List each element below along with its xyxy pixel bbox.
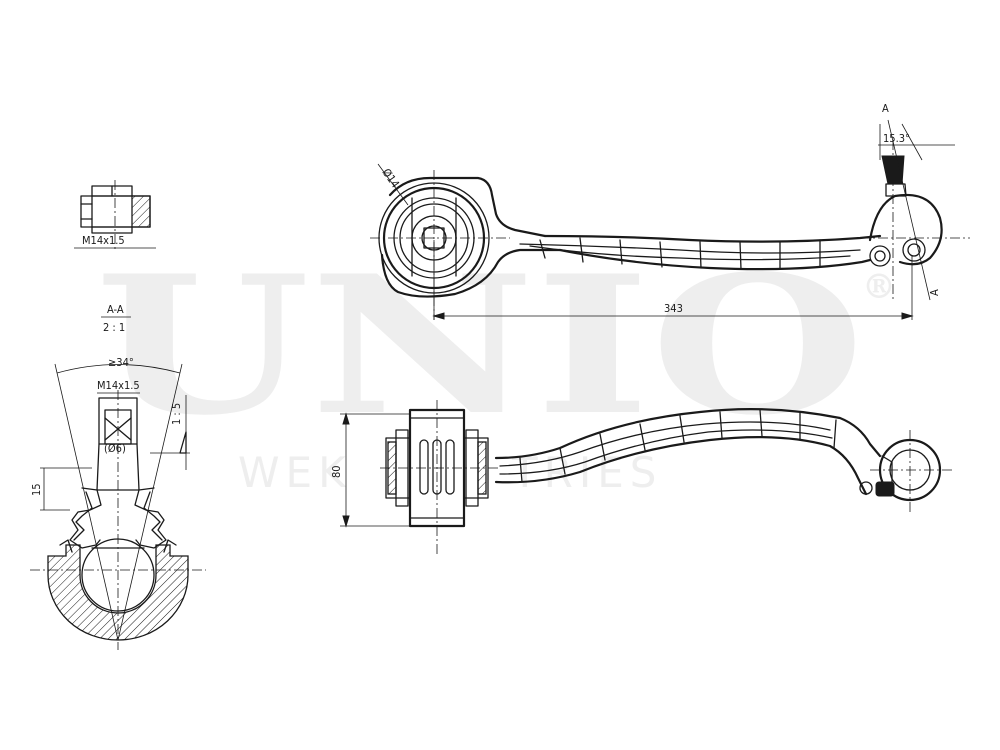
- section-mark-bottom: A: [928, 289, 941, 296]
- angle-dim-label: 15.3°: [883, 132, 910, 145]
- watermark: UNIO ® WEK TRIES: [95, 234, 896, 497]
- section-thread-label: M14x1.5: [97, 379, 140, 392]
- side-height-dim: 80: [330, 465, 343, 478]
- section-title: A-A: [107, 303, 124, 316]
- nut-drawing: M14x1.5: [74, 180, 156, 250]
- section-bore-label: (Ø6): [104, 442, 126, 455]
- side-view: 80: [330, 400, 955, 555]
- watermark-brand: UNIO: [95, 234, 865, 457]
- length-dim-label: 343: [664, 302, 683, 315]
- watermark-registered-mark: ®: [862, 267, 896, 307]
- watermark-tagline-left: WEK: [238, 448, 352, 497]
- section-taper-angle: ≥34°: [108, 356, 134, 369]
- nut-thread-label: M14x1.5: [82, 234, 125, 247]
- section-mark-top: A: [882, 102, 889, 115]
- section-scale: 2 : 1: [103, 321, 125, 334]
- section-view: A-A 2 : 1 ≥34° M14x1.5 (Ø6) 1 : 5 15: [30, 303, 206, 650]
- section-taper-ratio: 1 : 5: [170, 403, 183, 425]
- section-height-dim: 15: [30, 483, 43, 496]
- top-view: Ø14 15.3° A A 343: [370, 102, 970, 320]
